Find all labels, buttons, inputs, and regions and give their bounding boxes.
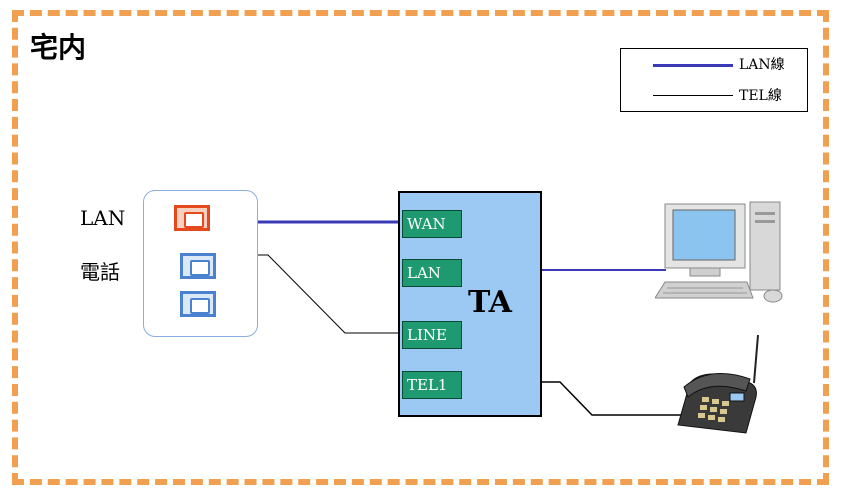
legend-tel-label: TEL線 bbox=[739, 88, 782, 104]
lan-jack-icon bbox=[174, 205, 210, 231]
legend-lan-label: LAN線 bbox=[739, 57, 785, 73]
terminal-adapter: WAN LAN LINE TEL1 TA bbox=[398, 191, 542, 417]
legend-lan-swatch bbox=[653, 64, 733, 67]
phone-jack-icon bbox=[180, 291, 216, 317]
telephone-icon bbox=[677, 335, 759, 434]
phone-jack-icon bbox=[180, 253, 216, 279]
ta-port-line: LINE bbox=[402, 321, 462, 349]
outlet-label-lan: LAN bbox=[80, 206, 126, 230]
wall-outlet bbox=[143, 190, 258, 337]
outlet-label-phone: 電話 bbox=[80, 260, 120, 284]
legend-tel-swatch bbox=[653, 95, 733, 96]
computer-icon bbox=[655, 201, 783, 303]
legend: LAN線 TEL線 bbox=[620, 48, 808, 112]
ta-label: TA bbox=[468, 285, 512, 320]
ta-port-lan: LAN bbox=[402, 259, 462, 287]
diagram-title: 宅内 bbox=[30, 31, 87, 64]
premises-frame bbox=[12, 10, 829, 485]
ta-port-tel1: TEL1 bbox=[402, 371, 462, 399]
ta-port-wan: WAN bbox=[402, 210, 462, 238]
